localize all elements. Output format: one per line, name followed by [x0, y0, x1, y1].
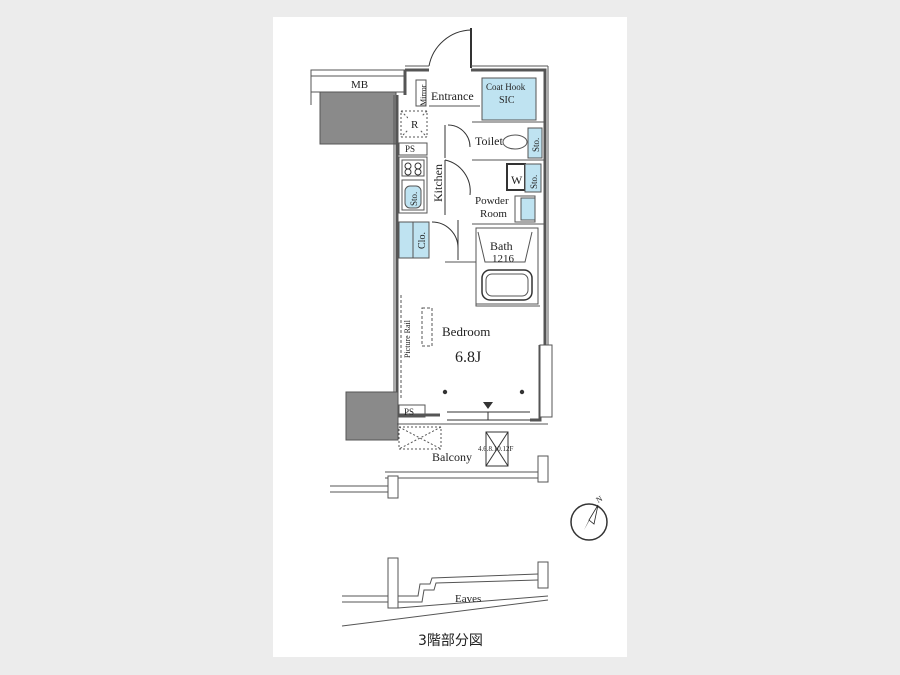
label-kitchen: Kitchen — [431, 164, 445, 202]
outlet-dot — [442, 389, 448, 395]
label-eaves: Eaves — [455, 593, 481, 605]
label-coat-hook: Coat Hook — [486, 82, 526, 92]
label-bath-size: 1216 — [492, 253, 515, 265]
powder-storage — [520, 197, 536, 221]
bathtub — [481, 269, 533, 301]
label-ps-bottom: PS — [404, 407, 414, 417]
label-sic: SIC — [499, 95, 515, 106]
label-partial-plan: 3階部分図 — [418, 633, 483, 649]
label-north: N — [595, 494, 605, 505]
entrance-door — [428, 28, 472, 68]
label-bedroom: Bedroom — [442, 324, 490, 339]
ps-shaft-top — [398, 142, 428, 156]
kitchen-area — [398, 156, 471, 215]
sic-storage — [481, 77, 537, 121]
column-top — [319, 91, 397, 145]
ps-shaft-bottom — [398, 404, 426, 418]
evacuation-hatch — [485, 431, 509, 467]
eaves-plan — [341, 557, 549, 627]
outlet-dot — [519, 389, 525, 395]
entry-arrow-icon — [483, 402, 493, 409]
label-toilet: Toilet — [475, 134, 503, 148]
outer-walls — [395, 68, 547, 422]
toilet-storage — [527, 127, 543, 159]
ceiling-fixture — [421, 307, 433, 347]
label-entrance: Entrance — [431, 89, 474, 103]
label-bedroom-size: 6.8J — [455, 349, 481, 366]
washer-storage — [524, 163, 542, 193]
entrance-area — [415, 79, 480, 107]
balcony — [330, 423, 549, 499]
right-wall-column — [539, 344, 553, 418]
label-bath: Bath — [490, 239, 513, 253]
label-picture-rail: Picture Rail — [403, 319, 412, 358]
label-sto-kitchen: Sto. — [409, 192, 419, 206]
label-powder: Powder — [475, 195, 509, 207]
column-bottom — [345, 391, 399, 441]
balcony-window — [447, 402, 530, 421]
label-r: R — [411, 119, 419, 131]
label-mirror: Mirror — [419, 84, 428, 106]
mb-area — [310, 69, 406, 145]
label-ps-top: PS — [405, 144, 415, 154]
compass-icon — [570, 503, 608, 541]
label-sto-toilet: Sto. — [531, 138, 541, 152]
label-sto-washer: Sto. — [529, 175, 539, 189]
label-w: W — [511, 173, 523, 187]
toilet-room — [444, 121, 545, 161]
kitchen-storage — [404, 185, 422, 209]
toilet-bowl — [502, 134, 528, 150]
label-room: Room — [480, 208, 507, 220]
label-mb: MB — [351, 79, 368, 91]
label-balcony: Balcony — [432, 450, 472, 464]
label-hatch-note: 4.6.8.10.12F — [478, 445, 514, 453]
label-clo: Clo. — [417, 232, 428, 249]
bath-room — [475, 227, 539, 305]
r-box — [400, 110, 428, 138]
